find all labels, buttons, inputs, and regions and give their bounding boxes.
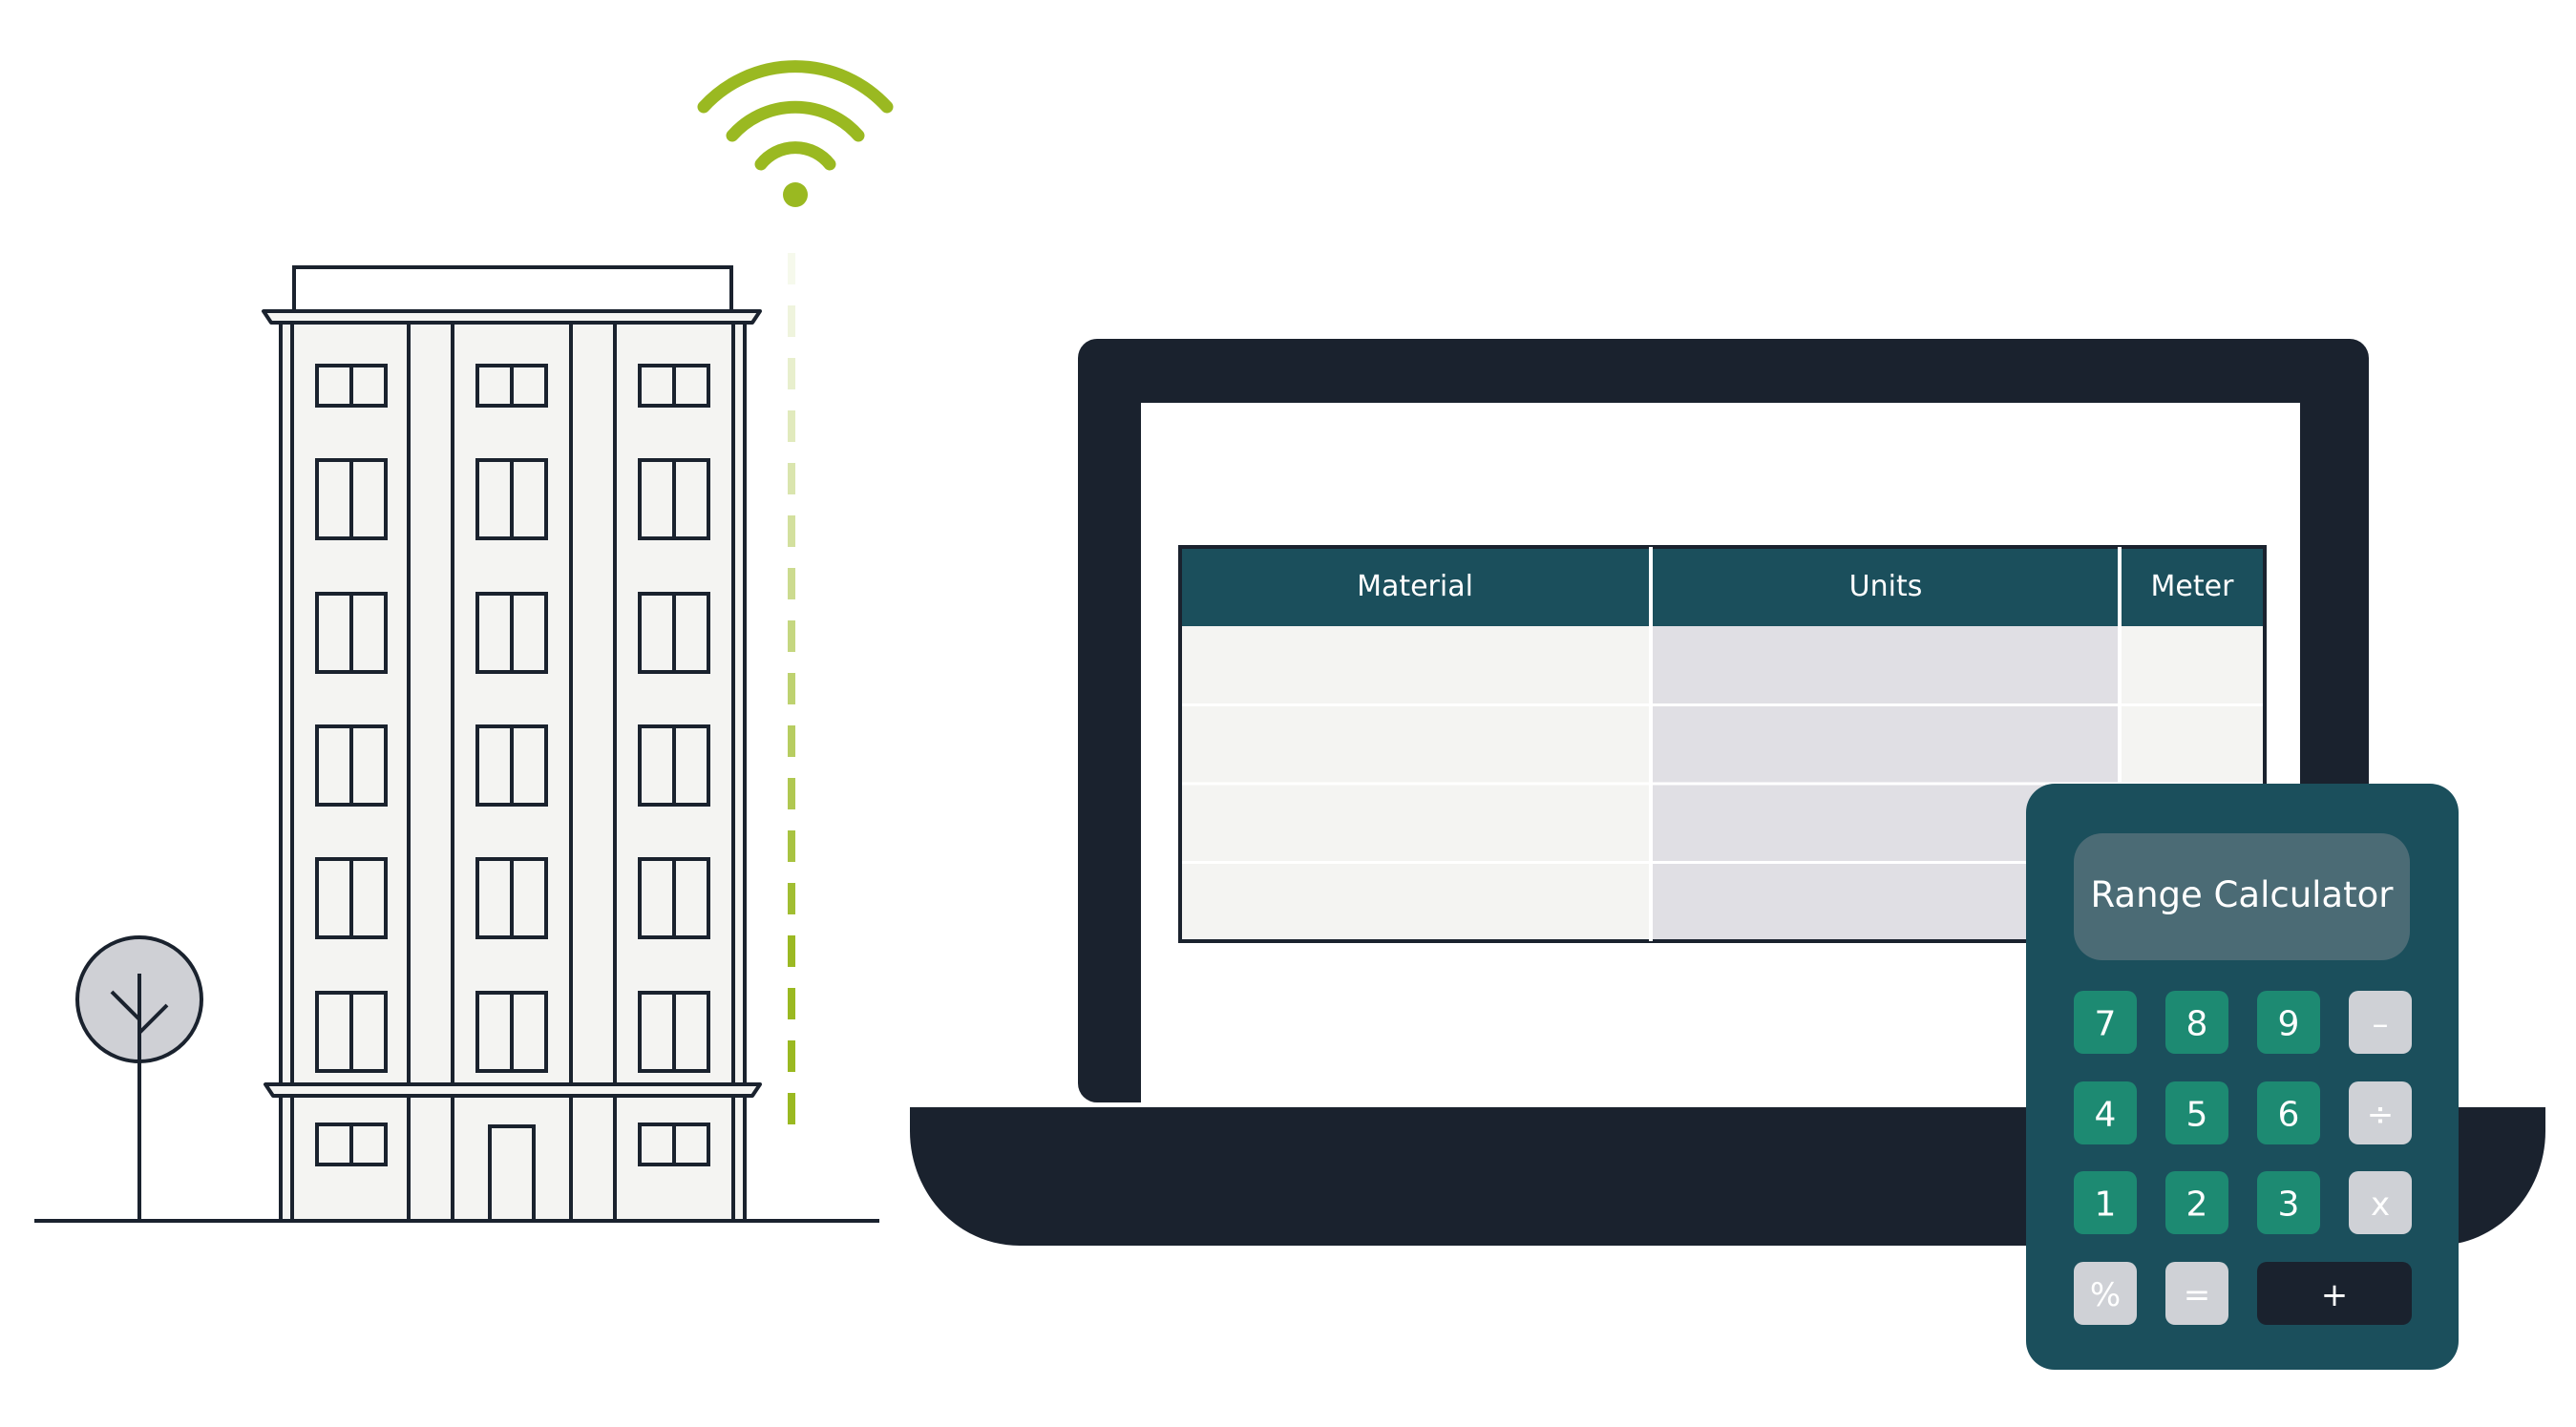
calc-key-label: 2 [2186, 1186, 2208, 1225]
table-header: Material Units Meter [1180, 547, 2265, 626]
building-window [475, 364, 548, 408]
table-cell [1180, 626, 1651, 705]
building-window [638, 1123, 710, 1166]
calc-key-label: + [2321, 1276, 2349, 1314]
calc-key-percent[interactable]: % [2074, 1262, 2137, 1325]
calc-key-label: 5 [2186, 1096, 2208, 1135]
building-window [315, 592, 388, 674]
calc-key-multiply[interactable]: x [2349, 1171, 2412, 1234]
calc-key-divide[interactable]: ÷ [2349, 1081, 2412, 1144]
materials-table: Material Units Meter [1178, 545, 2267, 943]
building-window [475, 857, 548, 939]
calc-key-label: 3 [2278, 1186, 2300, 1225]
building-window [638, 364, 710, 408]
calculator-keypad: 7 8 9 – 4 5 6 ÷ 1 2 3 x% = + [2074, 991, 2412, 1325]
table-cell [1651, 704, 2120, 784]
building-window [315, 857, 388, 939]
building-window [315, 458, 388, 540]
building-window [315, 724, 388, 807]
table-cell [2120, 626, 2265, 705]
calc-key-plus[interactable]: + [2257, 1262, 2412, 1325]
calc-key-8[interactable]: 8 [2165, 991, 2228, 1054]
tree-icon [75, 935, 203, 1221]
column-header-units: Units [1849, 570, 1923, 603]
calc-key-label: 4 [2095, 1096, 2117, 1135]
calculator-title: Range Calculator [2091, 874, 2395, 915]
calc-key-label: = [2184, 1276, 2211, 1314]
table-cell [2120, 704, 2265, 784]
building-window [638, 592, 710, 674]
calc-key-equals[interactable]: = [2165, 1262, 2228, 1325]
building-window [475, 592, 548, 674]
building-window [315, 1123, 388, 1166]
table-cell [1651, 626, 2120, 705]
calc-key-label: % [2090, 1276, 2121, 1314]
table-row [1180, 703, 2265, 784]
building-window [638, 458, 710, 540]
building-window [638, 724, 710, 807]
building-door [488, 1124, 536, 1223]
column-header-meter: Meter [2151, 570, 2235, 603]
table-row [1180, 626, 2265, 705]
calc-key-4[interactable]: 4 [2074, 1081, 2137, 1144]
calc-key-label: – [2373, 1005, 2389, 1043]
calc-key-label: 8 [2186, 1005, 2208, 1044]
calc-key-6[interactable]: 6 [2257, 1081, 2320, 1144]
table-cell [1180, 704, 1651, 784]
table-row [1180, 861, 2265, 941]
building-window [475, 458, 548, 540]
calc-key-label: 1 [2095, 1186, 2117, 1225]
calc-key-label: x [2371, 1186, 2390, 1224]
wifi-icon [697, 60, 894, 207]
calc-key-label: 6 [2278, 1096, 2300, 1135]
calc-key-7[interactable]: 7 [2074, 991, 2137, 1054]
building-window [638, 857, 710, 939]
building-window [638, 991, 710, 1073]
table-cell [1180, 862, 1651, 941]
building-window [475, 724, 548, 807]
calc-key-label: ÷ [2367, 1096, 2395, 1134]
building-window [475, 991, 548, 1073]
building-window [315, 991, 388, 1073]
calc-key-label: 9 [2278, 1005, 2300, 1044]
calc-key-2[interactable]: 2 [2165, 1171, 2228, 1234]
table-cell [1180, 784, 1651, 863]
building-window [315, 364, 388, 408]
calc-key-5[interactable]: 5 [2165, 1081, 2228, 1144]
column-header-material: Material [1357, 570, 1473, 603]
table-body [1180, 626, 2265, 941]
calc-key-9[interactable]: 9 [2257, 991, 2320, 1054]
calc-key-minus[interactable]: – [2349, 991, 2412, 1054]
calc-key-3[interactable]: 3 [2257, 1171, 2320, 1234]
calc-key-1[interactable]: 1 [2074, 1171, 2137, 1234]
building-windows [315, 364, 710, 1166]
calculator-display [2074, 833, 2410, 960]
calc-key-label: 7 [2095, 1005, 2117, 1044]
calculator-icon: Range Calculator 7 8 9 – 4 5 6 ÷ 1 2 3 x% = + [2026, 784, 2459, 1370]
building-icon [262, 265, 762, 1223]
